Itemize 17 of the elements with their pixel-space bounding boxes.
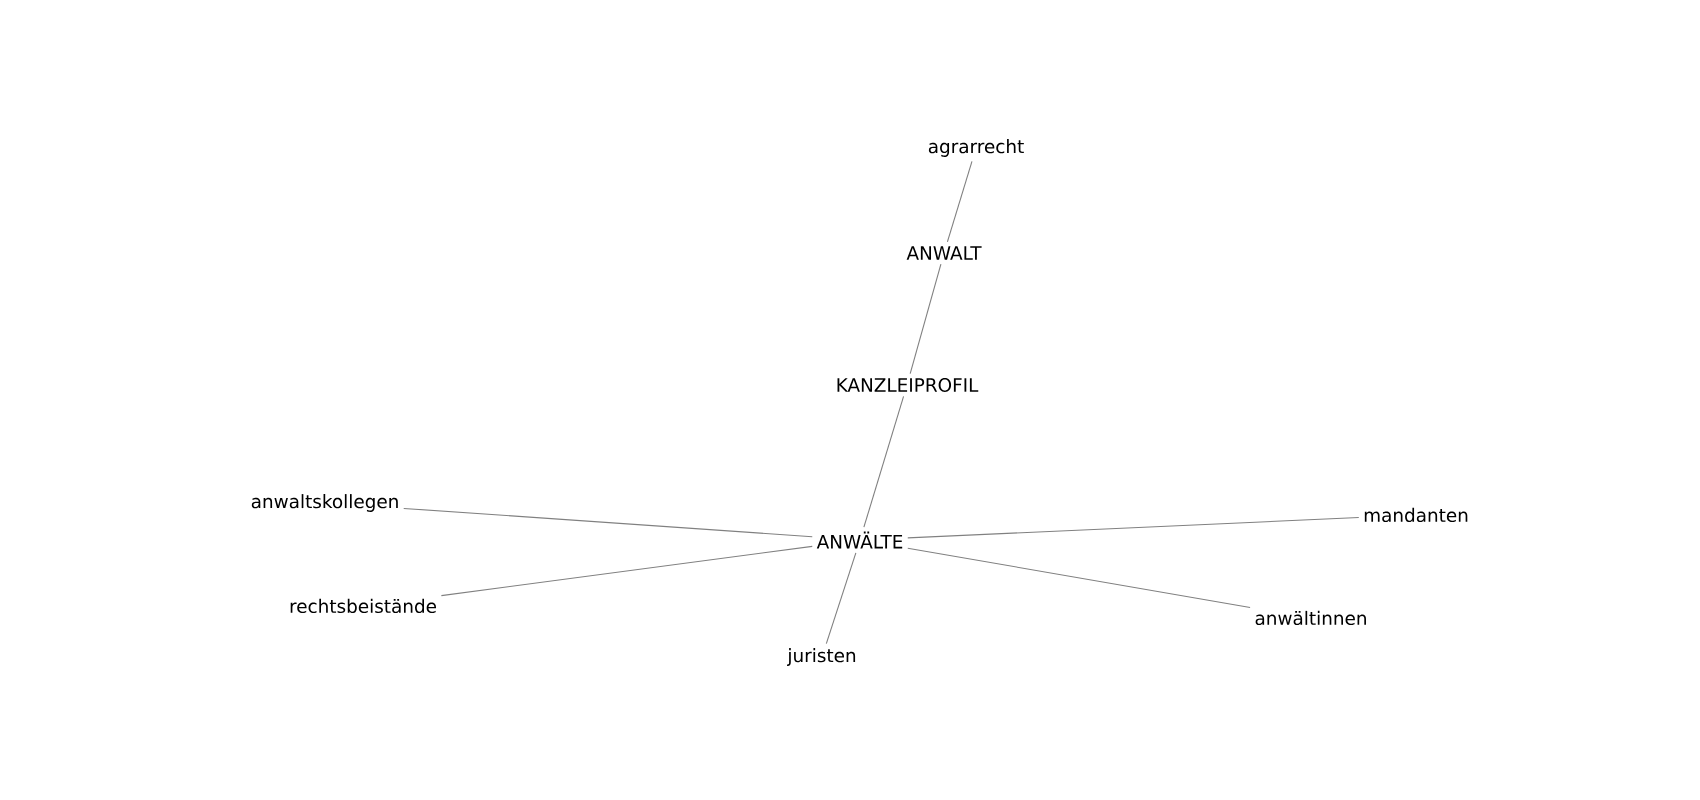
connector-line <box>440 545 813 597</box>
word-label: ANWALT <box>906 246 982 260</box>
word-label: juristen <box>787 648 856 666</box>
connector-line <box>907 547 1251 609</box>
word-label: KANZLEIPROFIL <box>837 378 979 392</box>
word-label: anwältinnen <box>1255 610 1366 626</box>
word-label: rechtsbeistände <box>290 598 437 614</box>
word-label: anwaltskollegen <box>251 494 398 512</box>
connector-line <box>403 507 813 538</box>
connector-line <box>907 517 1360 539</box>
connector-line <box>825 552 857 645</box>
connector-line <box>909 263 942 375</box>
connector-line <box>863 395 905 528</box>
connector-line <box>946 160 973 243</box>
word-label: agrarrecht <box>928 139 1024 157</box>
word-label: mandanten <box>1364 507 1468 523</box>
word-label: ANWÄLTE <box>816 531 903 549</box>
